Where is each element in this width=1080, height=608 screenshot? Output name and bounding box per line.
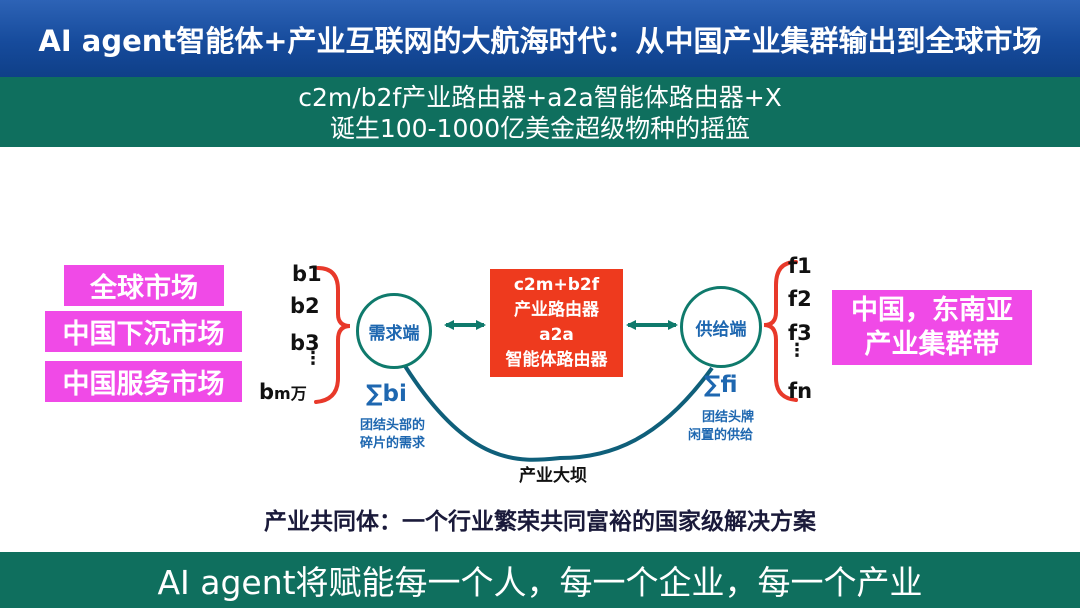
supply-node-label: 供给端 bbox=[695, 319, 747, 340]
router-line-1: c2m+b2f bbox=[513, 275, 600, 295]
supply-item-f1: f1 bbox=[788, 254, 812, 278]
demand-brace bbox=[314, 266, 351, 404]
subtitle-line-1: c2m/b2f产业路由器+a2a智能体路由器+X bbox=[298, 83, 782, 112]
demand-item-last: bm万 bbox=[259, 380, 307, 404]
right-market-line-1: 中国，东南亚 bbox=[851, 294, 1013, 326]
demand-last-main: b bbox=[259, 380, 275, 404]
supply-item-ellipsis: ⋮ bbox=[788, 340, 806, 361]
router-line-2: 产业路由器 bbox=[514, 300, 599, 320]
supply-desc-2: 闲置的供给 bbox=[688, 428, 754, 443]
subtitle-line-2: 诞生100-1000亿美金超级物种的摇篮 bbox=[329, 114, 751, 143]
supply-item-f2: f2 bbox=[788, 287, 812, 311]
demand-desc-2: 碎片的需求 bbox=[360, 436, 426, 451]
demand-item-b1: b1 bbox=[292, 262, 322, 286]
supply-brace bbox=[763, 260, 798, 402]
router-box: c2m+b2f 产业路由器 a2a 智能体路由器 bbox=[490, 269, 623, 377]
market-global: 全球市场 bbox=[64, 265, 224, 306]
demand-node-label: 需求端 bbox=[368, 323, 420, 344]
demand-last-sub: m万 bbox=[274, 384, 307, 403]
subtitle-band: c2m/b2f产业路由器+a2a智能体路由器+X 诞生100-1000亿美金超级… bbox=[0, 77, 1080, 147]
industry-dam-label: 产业大坝 bbox=[519, 466, 587, 486]
footer-band: AI agent将赋能每一个人，每一个企业，每一个产业 bbox=[0, 552, 1080, 608]
market-china-southeast-asia: 中国，东南亚 产业集群带 bbox=[832, 290, 1032, 365]
supply-desc-1: 团结头牌 bbox=[702, 410, 755, 425]
market-china-lower-tier: 中国下沉市场 bbox=[45, 311, 242, 352]
header-bar bbox=[0, 0, 1080, 77]
router-line-4: 智能体路由器 bbox=[505, 350, 608, 370]
demand-item-b3: b3 bbox=[290, 331, 320, 355]
community-statement: 产业共同体：一个行业繁荣共同富裕的国家级解决方案 bbox=[264, 509, 816, 535]
demand-desc-1: 团结头部的 bbox=[360, 418, 426, 433]
industry-dam-curve bbox=[403, 364, 714, 462]
page-title: AI agent智能体+产业互联网的大航海时代：从中国产业集群输出到全球市场 bbox=[38, 23, 1042, 58]
supply-item-f3: f3 bbox=[788, 321, 812, 345]
demand-node: 需求端 bbox=[356, 293, 432, 369]
demand-sum: ∑bi bbox=[366, 381, 407, 407]
supply-item-fn: fn bbox=[788, 379, 813, 403]
right-market-line-2: 产业集群带 bbox=[864, 328, 1000, 360]
demand-item-b2: b2 bbox=[290, 294, 320, 318]
supply-node: 供给端 bbox=[680, 286, 762, 368]
demand-item-ellipsis: ⋮ bbox=[304, 348, 322, 369]
router-line-3: a2a bbox=[539, 325, 574, 345]
supply-sum: ∑fi bbox=[704, 372, 738, 398]
market-china-service: 中国服务市场 bbox=[45, 361, 242, 402]
